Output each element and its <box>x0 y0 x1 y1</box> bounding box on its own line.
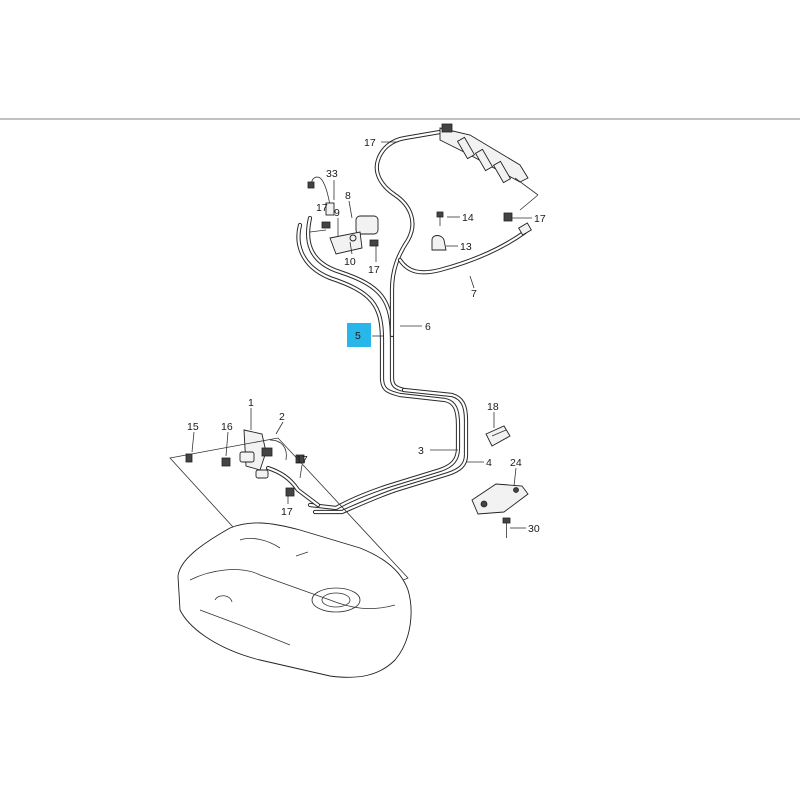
fuel-tank <box>177 522 412 678</box>
callout-6: 6 <box>425 321 431 333</box>
callout-8: 8 <box>345 190 351 202</box>
callout-17-top: 17 <box>364 137 376 149</box>
callout-3: 3 <box>418 445 424 457</box>
pipe-5-inner <box>297 223 460 510</box>
callout-7: 7 <box>471 288 477 300</box>
pipe-6-inner <box>306 216 406 392</box>
callout-16: 16 <box>221 421 233 433</box>
callout-30: 30 <box>528 523 540 535</box>
clamp-13 <box>431 235 447 251</box>
part-18 <box>485 425 511 447</box>
fuel-filter-assembly <box>321 215 379 255</box>
pipe-7-inner <box>398 230 527 274</box>
bolt-30 <box>502 517 511 538</box>
callout-17-left: 17 <box>316 202 328 214</box>
callout-9: 9 <box>334 207 340 219</box>
bolt-14 <box>436 211 444 226</box>
callout-17-mid: 17 <box>368 264 380 276</box>
callout-33: 33 <box>326 168 338 180</box>
bracket-24 <box>471 483 529 515</box>
callout-2: 2 <box>279 411 285 423</box>
callout-4: 4 <box>486 457 492 469</box>
callout-15: 15 <box>187 421 199 433</box>
callout-17-right: 17 <box>534 213 546 225</box>
callout-5: 5 <box>355 330 361 342</box>
callout-17-pump: 17 <box>296 454 308 466</box>
callout-17-bottom: 17 <box>281 506 293 518</box>
callout-18: 18 <box>487 401 499 413</box>
fuel-rail <box>439 123 539 211</box>
pipe-upper-inner <box>375 130 442 337</box>
leader-lines <box>191 141 532 529</box>
pipe-4-inner <box>313 388 468 514</box>
pump-connectors <box>185 429 305 497</box>
callout-1: 1 <box>248 397 254 409</box>
fuel-pipe-group <box>265 129 528 515</box>
callout-24: 24 <box>510 457 522 469</box>
callout-14: 14 <box>462 212 474 224</box>
callout-labels: 17 33 8 9 17 10 17 14 17 13 7 5 6 18 1 2… <box>187 137 546 535</box>
pipe-4-outer <box>312 387 469 515</box>
callout-5-highlight <box>347 323 371 347</box>
sensor-33 <box>307 176 335 216</box>
clip-17-right <box>503 212 532 236</box>
pipe-front-inner <box>266 466 320 507</box>
callout-13: 13 <box>460 241 472 253</box>
callout-10: 10 <box>344 256 356 268</box>
